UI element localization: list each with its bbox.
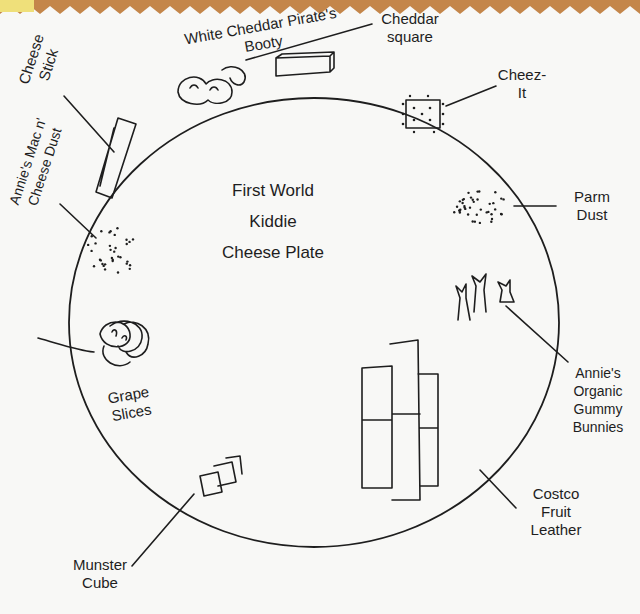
gummy-bunnies bbox=[456, 274, 514, 320]
leader-line bbox=[38, 338, 94, 352]
leader-line bbox=[132, 494, 194, 566]
item-label: Munster Cube bbox=[68, 556, 132, 592]
item-label: Annie's Organic Gummy Bunnies bbox=[560, 364, 636, 436]
item-label: Annie's Mac n' Cheese Dust bbox=[3, 111, 68, 217]
item-label: Costco Fruit Leather bbox=[518, 485, 594, 539]
item-label: Parm Dust bbox=[560, 188, 624, 224]
plate-circle: First World Kiddie Cheese Plate bbox=[68, 97, 560, 548]
leader-line bbox=[60, 204, 96, 238]
plate-title: First World Kiddie Cheese Plate bbox=[218, 175, 328, 268]
item-label: Cheez-It bbox=[496, 66, 548, 102]
item-label: White Cheddar Pirate's Booty bbox=[175, 3, 349, 68]
booty-marks bbox=[190, 85, 218, 90]
fruit-leather bbox=[362, 340, 438, 500]
leader-line bbox=[446, 86, 496, 106]
item-label: Grape Slices bbox=[94, 381, 165, 428]
item-label: Cheddar square bbox=[372, 10, 448, 46]
leader-line bbox=[514, 205, 556, 207]
sticky-note bbox=[0, 0, 34, 12]
booty-puff bbox=[222, 67, 245, 85]
item-label: Cheese Stick bbox=[13, 27, 66, 97]
munster-cube bbox=[200, 456, 242, 496]
cheese-stick bbox=[96, 118, 136, 198]
grape-slices bbox=[100, 321, 149, 366]
cheddar-square bbox=[276, 52, 334, 76]
cheez-it bbox=[406, 100, 440, 128]
plate-outline bbox=[68, 97, 560, 548]
leader-line bbox=[480, 470, 516, 508]
grape-seeds bbox=[112, 330, 127, 340]
booty-puffs bbox=[178, 77, 232, 104]
plate-rim bbox=[69, 98, 559, 547]
leader-line bbox=[64, 96, 114, 152]
